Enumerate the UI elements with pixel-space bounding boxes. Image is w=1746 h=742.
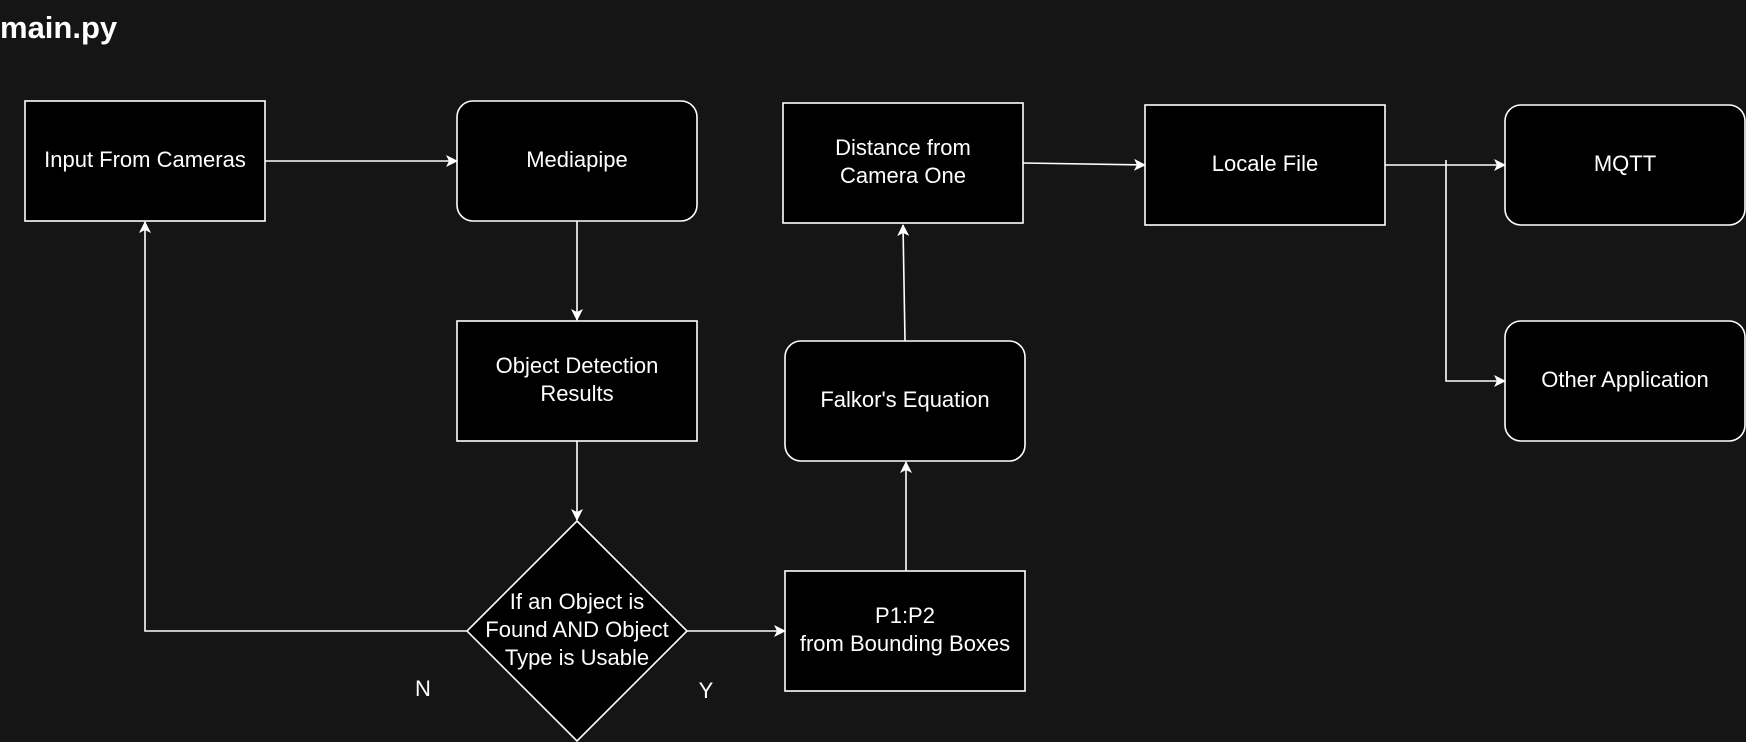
- node-falkors-equation: Falkor's Equation: [784, 340, 1026, 462]
- edge-decision-no-to-input: [139, 221, 468, 632]
- node-label-line: Found AND Object: [485, 617, 668, 642]
- node-p1p2-bounding-boxes: P1:P2 from Bounding Boxes: [784, 570, 1026, 692]
- diagram-title: main.py: [0, 10, 118, 45]
- node-label-line: Falkor's Equation: [820, 387, 989, 412]
- node-label-line: Locale File: [1212, 151, 1318, 176]
- node-label: Other Application: [1541, 367, 1709, 392]
- edge-falkor-to-distance: [897, 224, 910, 342]
- edge-distance-to-locale: [1022, 158, 1146, 171]
- node-label-line: Object Detection: [496, 353, 659, 378]
- node-label-line: MQTT: [1594, 151, 1656, 176]
- node-label: MQTT: [1594, 151, 1656, 176]
- node-label-line: Type is Usable: [505, 645, 649, 670]
- node-locale-file: Locale File: [1144, 104, 1386, 226]
- node-label-line: Input From Cameras: [44, 147, 246, 172]
- edges: [139, 155, 1506, 637]
- node-mqtt: MQTT: [1504, 104, 1746, 226]
- node-label-line: Distance from: [835, 135, 971, 160]
- node-label-line: If an Object is: [510, 589, 645, 614]
- edge-locale-to-other-app: [1445, 160, 1506, 387]
- node-label-line: P1:P2: [875, 603, 935, 628]
- node-label-line: Other Application: [1541, 367, 1709, 392]
- node-other-application: Other Application: [1504, 320, 1746, 442]
- node-label-line: from Bounding Boxes: [800, 631, 1010, 656]
- node-label: Falkor's Equation: [820, 387, 989, 412]
- edge-label-no: N: [415, 676, 431, 701]
- node-label-line: Results: [540, 381, 613, 406]
- node-label-line: Camera One: [840, 163, 966, 188]
- node-label: Locale File: [1212, 151, 1318, 176]
- node-label-line: Mediapipe: [526, 147, 628, 172]
- node-mediapipe: Mediapipe: [456, 100, 698, 222]
- node-label: Mediapipe: [526, 147, 628, 172]
- node-input-from-cameras: Input From Cameras: [24, 100, 266, 222]
- node-label: P1:P2 from Bounding Boxes: [800, 603, 1010, 656]
- node-label: Input From Cameras: [44, 147, 246, 172]
- edge-label-yes: Y: [699, 678, 714, 703]
